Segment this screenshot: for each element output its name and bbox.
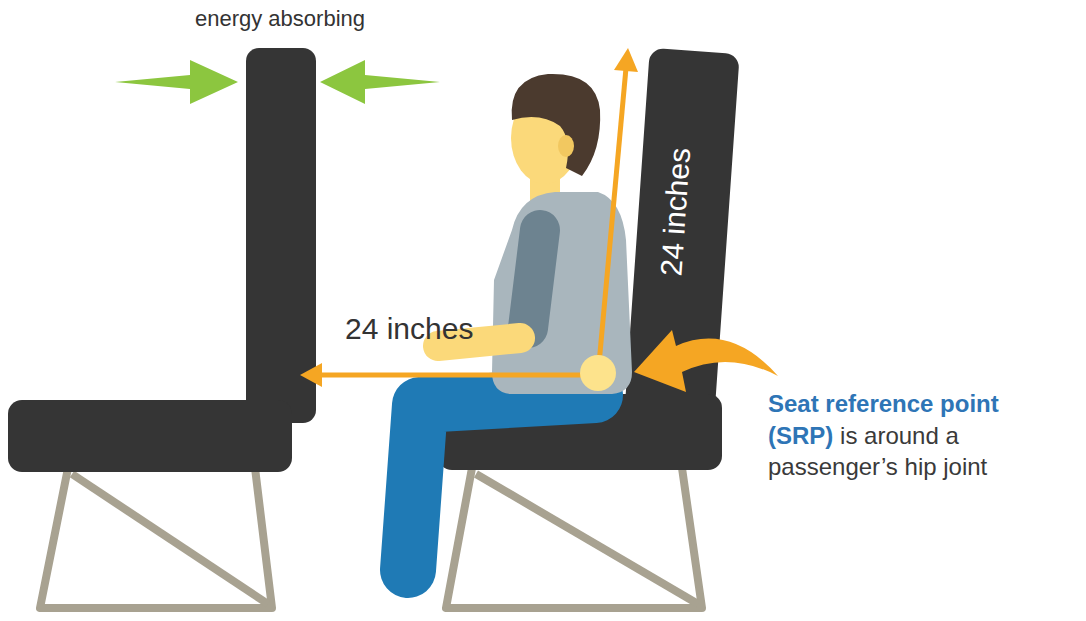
- callout-arrow: [634, 330, 778, 392]
- left-seat-brace: [72, 474, 268, 604]
- compression-arrow: [115, 60, 238, 104]
- left-seat-cushion: [8, 400, 292, 472]
- passenger-legs: [408, 395, 595, 570]
- left-seat-legs: [40, 468, 272, 608]
- passenger-upper-arm: [528, 230, 540, 328]
- right-seat-brace: [476, 474, 698, 604]
- dimension-arrows: [300, 48, 638, 387]
- horizontal-dimension-line: [318, 373, 598, 378]
- arrowhead: [614, 48, 638, 72]
- right-seat-legs: [446, 468, 702, 608]
- left-seat-back: [246, 48, 316, 423]
- right-seat-frame: [446, 468, 702, 608]
- callout-text: Seat reference point (SRP)is around a pa…: [768, 388, 1030, 483]
- passenger-hair: [512, 74, 601, 176]
- dimension-label: 24 inches: [345, 312, 473, 347]
- arrowhead: [300, 363, 322, 387]
- energy-label: energy absorbing: [195, 6, 365, 31]
- vertical-dimension-line: [598, 68, 626, 375]
- compression-arrow: [320, 60, 440, 104]
- seat-reference-point: [580, 355, 616, 391]
- left-seat-frame: [40, 468, 272, 608]
- passenger-ear: [558, 135, 574, 157]
